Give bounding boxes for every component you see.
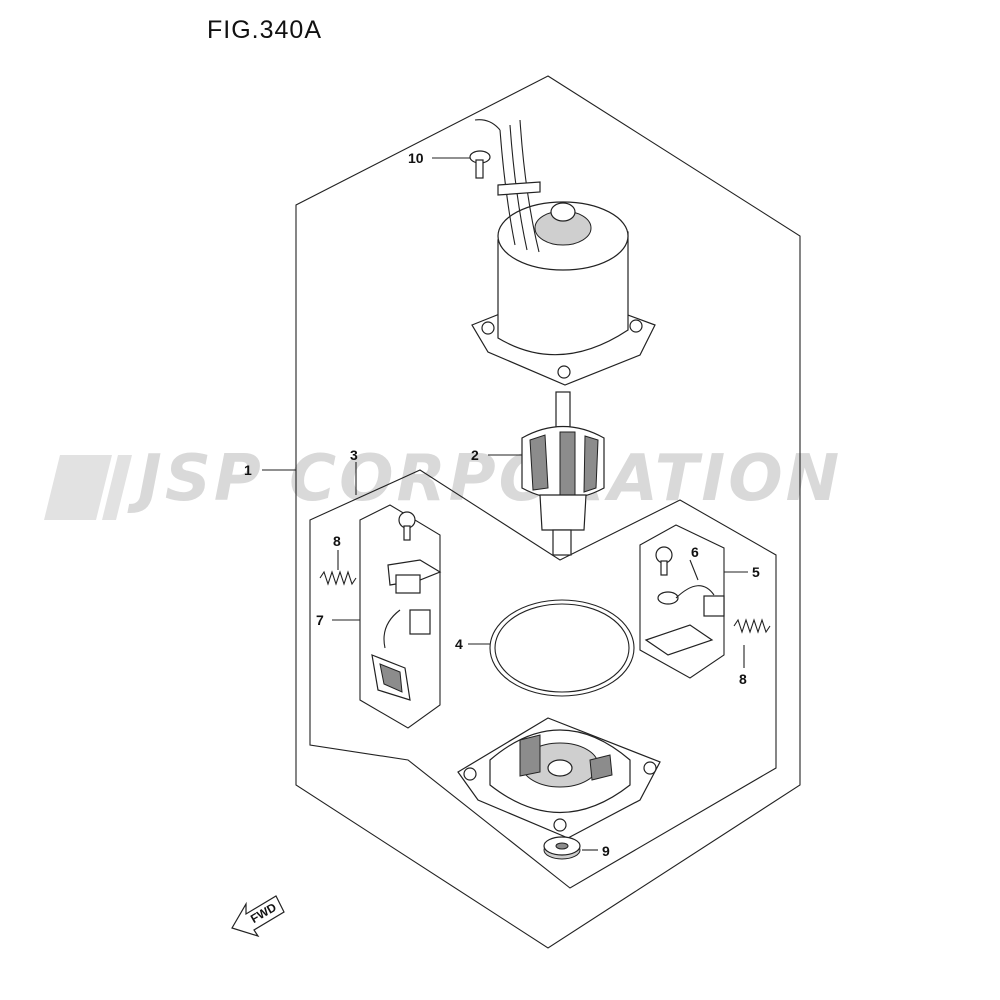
spring-right xyxy=(733,618,771,668)
sub-assembly-boundary xyxy=(309,469,777,889)
callout-1: 1 xyxy=(244,462,252,478)
figure-title: FIG.340A xyxy=(207,16,322,44)
callout-6: 6 xyxy=(691,544,699,560)
o-ring xyxy=(468,599,635,697)
callout-5: 5 xyxy=(752,564,760,580)
assembly-boundary xyxy=(295,75,801,949)
callout-8-right: 8 xyxy=(739,671,747,687)
callout-4: 4 xyxy=(455,636,463,652)
spring-left xyxy=(319,550,357,586)
callout-2: 2 xyxy=(471,447,479,463)
fwd-arrow: FWD xyxy=(231,895,285,938)
watermark-logo xyxy=(44,455,132,520)
screw-10 xyxy=(432,150,491,179)
motor-base xyxy=(457,717,661,839)
callout-8-left: 8 xyxy=(333,533,341,549)
brush-holder-right-box xyxy=(639,524,725,679)
brush-holder-left-box xyxy=(359,504,441,729)
armature xyxy=(488,391,605,556)
brush-holder-left xyxy=(332,511,442,701)
callout-9: 9 xyxy=(602,843,610,859)
callout-10: 10 xyxy=(408,150,424,166)
motor-housing xyxy=(471,119,656,386)
watermark: JSP CORPORATION xyxy=(44,442,842,520)
watermark-text: JSP CORPORATION xyxy=(127,442,842,516)
callout-7: 7 xyxy=(316,612,324,628)
bushing xyxy=(543,836,598,860)
callout-3: 3 xyxy=(350,447,358,463)
brush-holder-right xyxy=(644,546,748,656)
